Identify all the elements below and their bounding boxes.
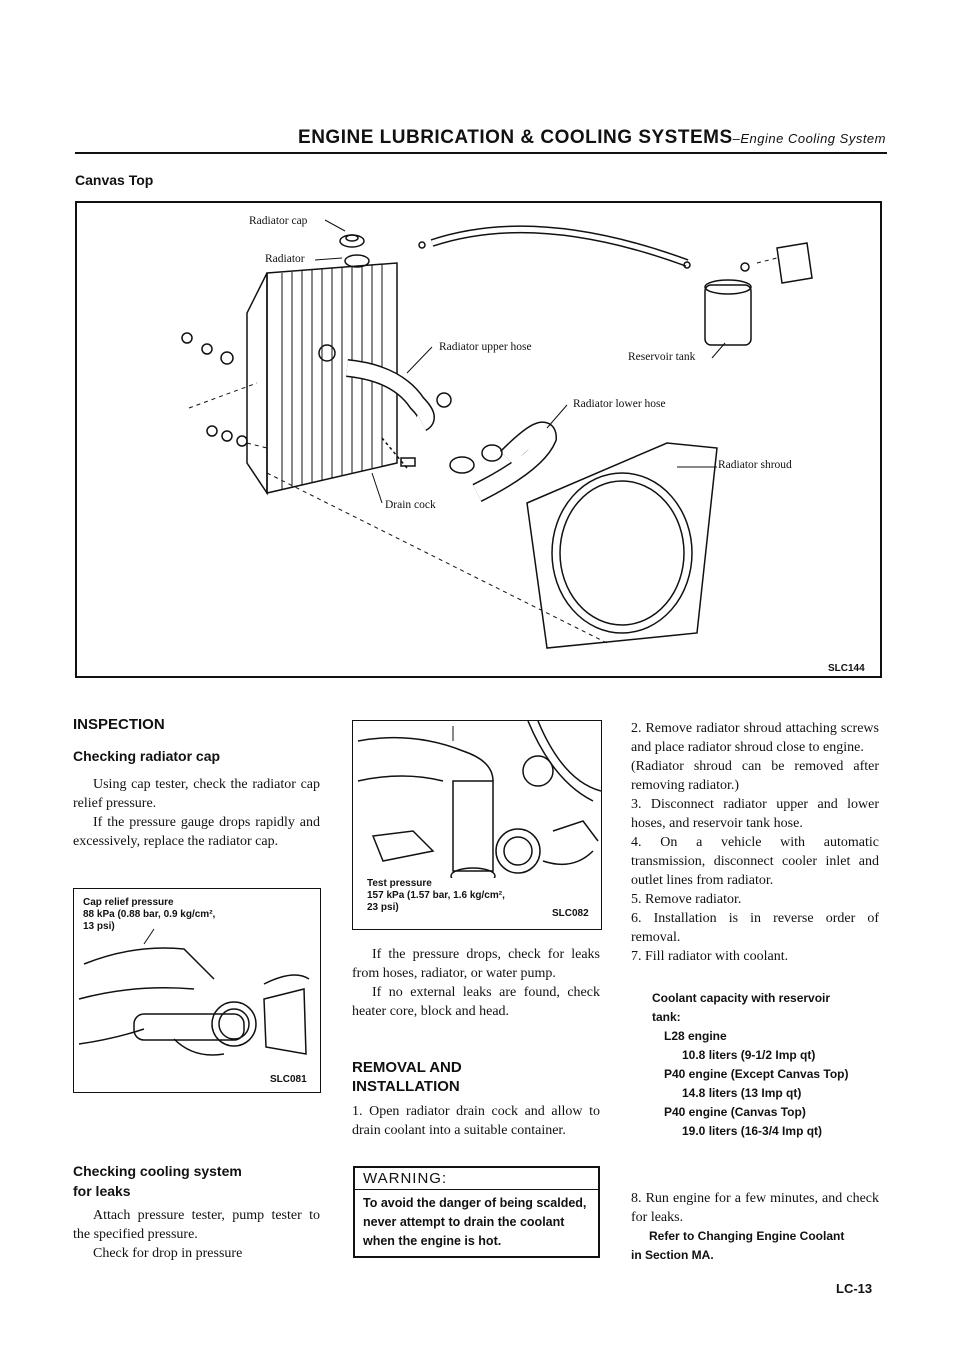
cooling-system-p1: Attach pressure tester, pump tester to t… [73,1208,320,1242]
cap-caption-l2: 88 kPa (0.88 bar, 0.9 kg/cm², [83,909,216,920]
section-label: Canvas Top [75,172,154,188]
step-8: 8. Run engine for a few minutes, and che… [631,1191,879,1225]
right-steps: 2. Remove radiator shroud attaching scre… [631,719,879,966]
removal-heading: REMOVAL AND INSTALLATION [352,1058,600,1096]
inspection-heading: INSPECTION [73,716,165,733]
middle-p2: If no external leaks are found, check he… [352,985,600,1019]
label-radiator-shroud: Radiator shroud [718,459,792,471]
middle-p1: If the pressure drops, check for leaks f… [352,947,600,981]
removal-heading-l1: REMOVAL AND [352,1059,462,1076]
step-7: 7. Fill radiator with coolant. [631,949,789,964]
coolant-p40-except: P40 engine (Except Canvas Top) [664,1067,849,1081]
radiator-cap-p2: If the pressure gauge drops rapidly and … [73,815,320,849]
cooling-system-p2: Check for drop in pressure [93,1246,243,1261]
warning-box: WARNING: To avoid the danger of being sc… [353,1166,600,1258]
coolant-heading-l2: tank: [652,1010,681,1024]
header-rule [75,152,887,154]
radiator-filler-neck [344,254,370,268]
middle-text: If the pressure drops, check for leaks f… [352,945,600,1021]
label-radiator-upper-hose: Radiator upper hose [439,341,532,353]
cooling-system-heading-l2: for leaks [73,1183,131,1199]
cooling-system-heading-l1: Checking cooling system [73,1163,242,1179]
label-reservoir-tank: Reservoir tank [628,351,696,363]
checking-radiator-cap-heading: Checking radiator cap [73,748,221,764]
label-radiator: Radiator [265,253,305,265]
test-caption-l3: 23 psi) [367,902,399,913]
coolant-p40-canvas-value: 19.0 liters (16-3/4 Imp qt) [682,1124,823,1138]
radiator-cap-p1: Using cap tester, check the radiator cap… [73,777,320,811]
cap-caption-l1: Cap relief pressure [83,897,174,908]
coolant-p40-except-value: 14.8 liters (13 Imp qt) [682,1086,802,1100]
radiator-shroud-shape [526,442,718,649]
cap-tester-figure: Cap relief pressure 88 kPa (0.88 bar, 0.… [73,888,321,1093]
label-drain-cock: Drain cock [385,499,436,511]
pressure-tester-illustration [357,721,601,885]
pressure-tester-figure: Test pressure 157 kPa (1.57 bar, 1.6 kg/… [352,720,602,930]
reference-l2: in Section MA. [631,1248,714,1262]
reference-l1: Refer to Changing Engine Coolant [649,1229,845,1243]
warning-text: To avoid the danger of being scalded, ne… [363,1196,587,1248]
label-radiator-lower-hose: Radiator lower hose [573,398,666,410]
reference-note: Refer to Changing Engine Coolant in Sect… [631,1227,879,1265]
test-caption: Test pressure 157 kPa (1.57 bar, 1.6 kg/… [367,878,505,914]
cap-tester-illustration [78,928,310,1056]
figure-code: SLC144 [828,663,865,674]
test-caption-l2: 157 kPa (1.57 bar, 1.6 kg/cm², [367,890,505,901]
step-6: 6. Installation is in reverse order of r… [631,911,879,945]
cap-caption-l3: 13 psi) [83,921,115,932]
label-radiator-cap: Radiator cap [249,215,308,227]
step-5: 5. Remove radiator. [631,892,742,907]
step-4: 4. On a vehicle with automatic transmiss… [631,835,879,888]
step-2: 2. Remove radiator shroud attaching scre… [631,721,879,755]
step-2-note: (Radiator shroud can be removed after re… [631,759,879,793]
cooling-system-heading: Checking cooling system for leaks [73,1161,320,1201]
cap-figure-code: SLC081 [270,1074,307,1085]
removal-step1: 1. Open radiator drain cock and allow to… [352,1104,600,1138]
coolant-p40-canvas: P40 engine (Canvas Top) [664,1105,806,1119]
radiator-exploded-diagram [181,219,813,649]
drain-cock-part [400,457,416,467]
test-caption-l1: Test pressure [367,878,432,889]
header-subtitle: Engine Cooling System [740,131,886,146]
coolant-l28-value: 10.8 liters (9-1/2 Imp qt) [682,1048,816,1062]
header-separator: – [732,131,741,146]
removal-heading-l2: INSTALLATION [352,1078,460,1095]
page-header: ENGINE LUBRICATION & COOLING SYSTEMS–Eng… [250,127,886,149]
warning-title: WARNING: [355,1168,598,1190]
reservoir-tank [704,284,752,346]
reservoir-bracket [776,242,813,284]
cooling-system-text: Attach pressure tester, pump tester to t… [73,1206,320,1263]
coolant-heading-l1: Coolant capacity with reservoir [652,991,831,1005]
header-title: ENGINE LUBRICATION & COOLING SYSTEMS [298,127,733,148]
radiator-cap-text: Using cap tester, check the radiator cap… [73,775,320,851]
test-figure-code: SLC082 [552,908,589,919]
coolant-capacity: Coolant capacity with reservoir tank: L2… [652,989,880,1141]
main-figure: Radiator cap Radiator Radiator upper hos… [75,201,882,678]
cap-caption: Cap relief pressure 88 kPa (0.88 bar, 0.… [83,897,215,933]
coolant-l28: L28 engine [664,1029,727,1043]
step-3: 3. Disconnect radiator upper and lower h… [631,797,879,831]
page-number: LC-13 [836,1281,873,1296]
